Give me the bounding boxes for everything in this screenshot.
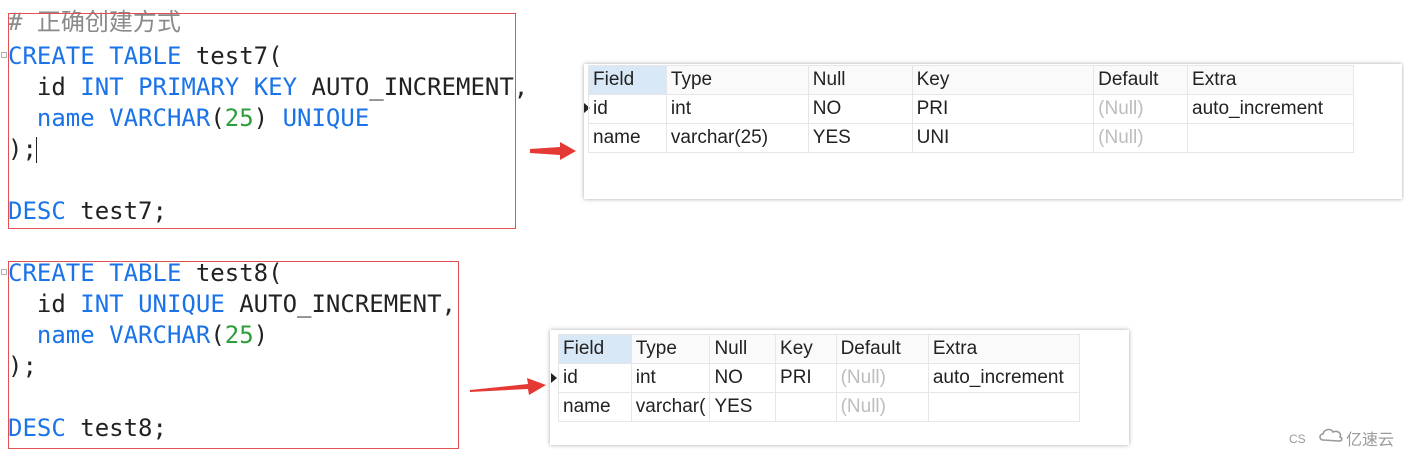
paren-open: ( [210, 321, 225, 349]
describe-table: Field Type Null Key Default Extra id int… [558, 334, 1081, 422]
header-row: Field Type Null Key Default Extra [558, 334, 1081, 364]
current-row-marker-icon [584, 103, 590, 113]
cell[interactable]: name [588, 123, 667, 153]
code-line-close[interactable]: ); [8, 135, 37, 163]
keyword-table: TABLE [109, 259, 182, 287]
header-row: Field Type Null Key Default Extra [588, 65, 1354, 95]
keyword-create: CREATE [8, 42, 95, 70]
auto-increment-text: AUTO_INCREMENT, [239, 290, 456, 318]
fold-marker-icon[interactable] [1, 269, 7, 275]
header-cell-type[interactable]: Type [630, 334, 711, 364]
arrow-right-icon [470, 378, 546, 395]
current-row-marker-icon [551, 373, 557, 383]
keyword-desc: DESC [8, 197, 66, 225]
header-cell-key[interactable]: Key [911, 65, 1095, 95]
cell[interactable]: (Null) [835, 392, 929, 422]
text-caret [36, 137, 37, 163]
cell[interactable]: NO [807, 94, 913, 124]
column-name: id [36, 73, 66, 101]
paren-close: ) [253, 104, 269, 132]
cloud-logo-icon [1319, 428, 1343, 442]
cell[interactable] [775, 392, 837, 422]
arrow-right-icon [530, 142, 576, 160]
header-cell-extra[interactable]: Extra [927, 334, 1081, 364]
comment-line: # 正确创建方式 [8, 8, 181, 36]
header-cell-field[interactable]: Field [588, 65, 667, 95]
cell[interactable]: YES [709, 392, 777, 422]
cell[interactable]: id [588, 94, 667, 124]
keyword-int: INT [80, 73, 124, 101]
header-cell-null[interactable]: Null [709, 334, 777, 364]
keyword-primary: PRIMARY [138, 73, 240, 101]
code-line-name-column[interactable]: name VARCHAR(25) UNIQUE [8, 103, 369, 134]
cell[interactable]: int [630, 363, 711, 393]
header-cell-key[interactable]: Key [775, 334, 837, 364]
table-name: test7; [80, 197, 167, 225]
header-cell-default[interactable]: Default [835, 334, 929, 364]
cell[interactable]: int [665, 94, 809, 124]
code-line-id-column[interactable]: id INT PRIMARY KEY AUTO_INCREMENT, [8, 72, 528, 103]
result-grid-test7: Field Type Null Key Default Extra id int… [584, 64, 1402, 199]
header-cell-extra[interactable]: Extra [1187, 65, 1354, 95]
describe-table: Field Type Null Key Default Extra id int… [588, 65, 1354, 153]
cell[interactable]: (Null) [1093, 94, 1189, 124]
column-name: name [36, 321, 95, 349]
cell[interactable]: name [558, 392, 632, 422]
table-row[interactable]: name varchar(25) YES UNI (Null) [588, 123, 1354, 153]
watermark-brand: 亿速云 [1346, 432, 1395, 449]
fold-marker-icon[interactable] [1, 52, 7, 58]
cell[interactable]: auto_increment [1187, 94, 1354, 124]
code-box-test8 [8, 261, 459, 449]
code-line-create-test8[interactable]: CREATE TABLE test8( [8, 258, 283, 289]
header-cell-null[interactable]: Null [807, 65, 913, 95]
cell[interactable]: id [558, 363, 632, 393]
paren-open: ( [210, 104, 225, 132]
keyword-varchar: VARCHAR [109, 321, 211, 349]
cell[interactable]: auto_increment [927, 363, 1081, 393]
cell[interactable]: PRI [775, 363, 837, 393]
keyword-unique: UNIQUE [282, 104, 370, 132]
keyword-int: INT [80, 290, 124, 318]
cell[interactable]: PRI [911, 94, 1095, 124]
cell[interactable]: varchar( [630, 392, 711, 422]
code-line-close[interactable]: ); [8, 352, 37, 380]
table-row[interactable]: name varchar( YES (Null) [558, 392, 1081, 422]
paren-close: ) [253, 321, 269, 349]
cell[interactable]: varchar(25) [665, 123, 809, 153]
number-literal: 25 [224, 104, 254, 132]
cell[interactable]: (Null) [1093, 123, 1189, 153]
cell[interactable]: NO [709, 363, 777, 393]
code-line-id-column[interactable]: id INT UNIQUE AUTO_INCREMENT, [8, 289, 456, 320]
table-row[interactable]: id int NO PRI (Null) auto_increment [588, 94, 1354, 124]
code-line-desc-test8[interactable]: DESC test8; [8, 413, 167, 444]
code-line-desc-test7[interactable]: DESC test7; [8, 196, 167, 227]
keyword-varchar: VARCHAR [109, 104, 211, 132]
column-name: id [36, 290, 66, 318]
table-name: test8( [195, 259, 283, 287]
keyword-key: KEY [253, 73, 298, 101]
result-grid-test8: Field Type Null Key Default Extra id int… [550, 330, 1129, 445]
keyword-desc: DESC [8, 414, 66, 442]
code-line-create-test7[interactable]: CREATE TABLE test7( [8, 41, 283, 72]
header-cell-field[interactable]: Field [558, 334, 632, 364]
cell[interactable] [1187, 123, 1354, 153]
keyword-table: TABLE [109, 42, 182, 70]
number-literal: 25 [224, 321, 254, 349]
code-line-name-column[interactable]: name VARCHAR(25) [8, 320, 268, 351]
table-row[interactable]: id int NO PRI (Null) auto_increment [558, 363, 1081, 393]
code-box-test7 [8, 13, 516, 229]
watermark-prefix: CS [1289, 432, 1306, 446]
auto-increment-text: AUTO_INCREMENT, [311, 73, 529, 101]
keyword-create: CREATE [8, 259, 95, 287]
column-name: name [36, 104, 95, 132]
table-name: test7( [195, 42, 283, 70]
cell[interactable]: UNI [911, 123, 1095, 153]
cell[interactable]: (Null) [835, 363, 929, 393]
cell[interactable] [927, 392, 1081, 422]
header-cell-type[interactable]: Type [665, 65, 809, 95]
table-name: test8; [80, 414, 167, 442]
header-cell-default[interactable]: Default [1093, 65, 1189, 95]
keyword-unique: UNIQUE [138, 290, 225, 318]
cell[interactable]: YES [807, 123, 913, 153]
